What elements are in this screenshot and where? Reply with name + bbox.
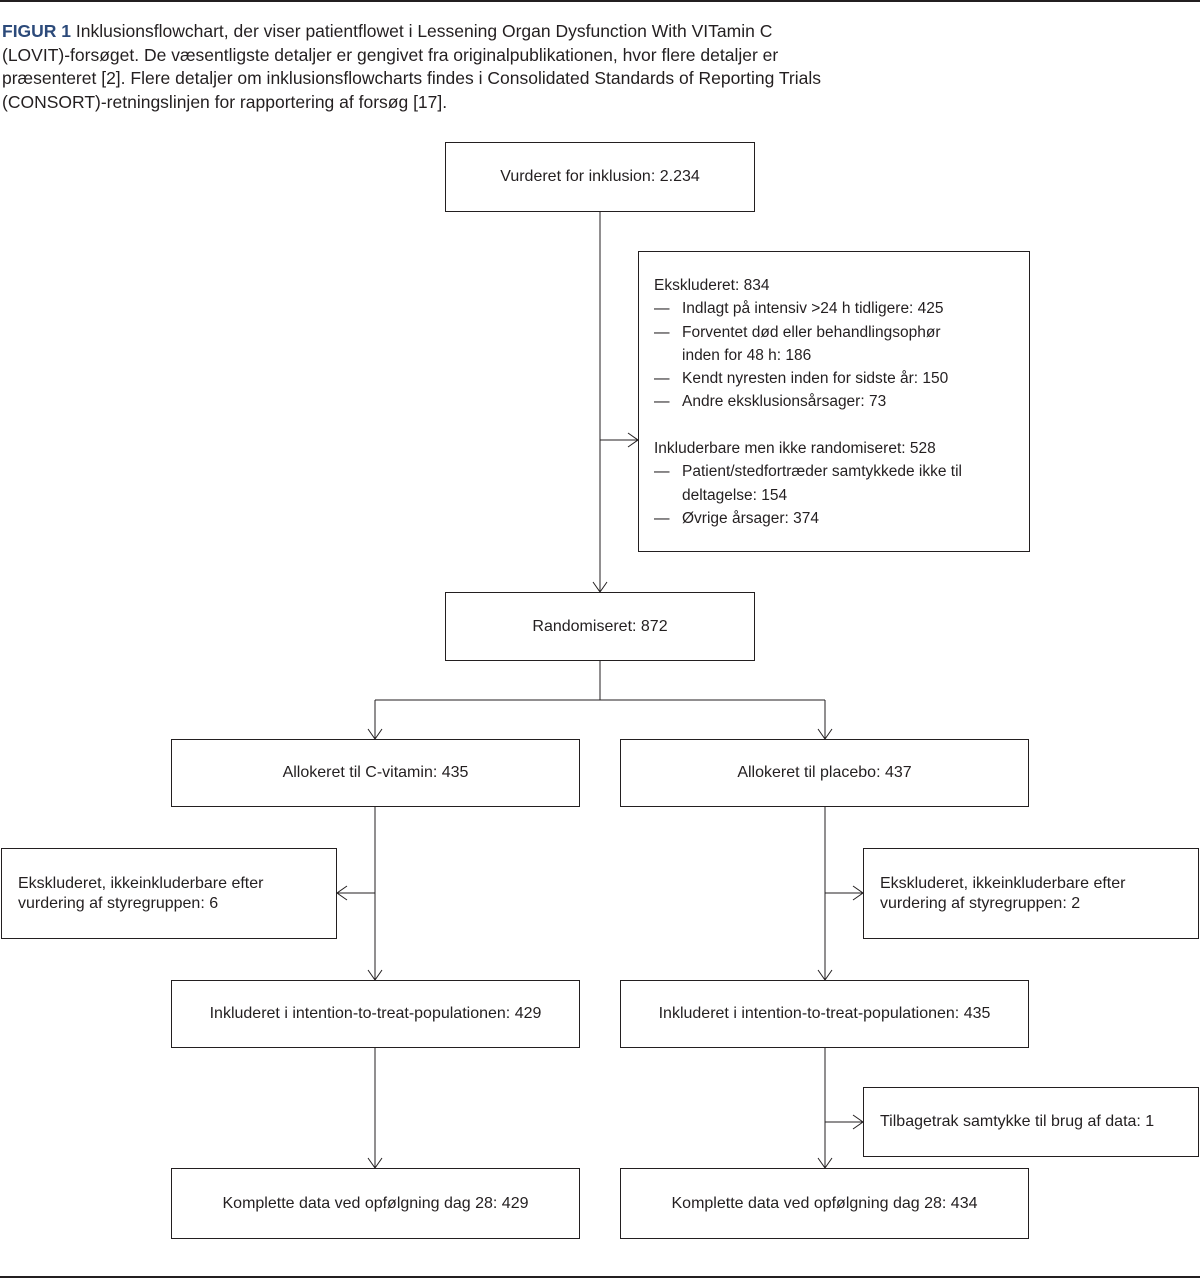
complete-placebo-box: Komplette data ved opfølgning dag 28: 43… <box>620 1168 1029 1239</box>
excluded-reason-item: — Indlagt på intensiv >24 h tidligere: 42… <box>654 297 1015 320</box>
itt-vitamin-c-box: Inkluderet i intention-to-treat-populati… <box>171 980 580 1048</box>
spacer <box>654 414 1015 437</box>
not-randomised-reason-item: — Øvrige årsager: 374 <box>654 507 1015 530</box>
randomised-box: Randomiseret: 872 <box>445 592 755 661</box>
figure-caption: FIGUR 1 Inklusionsflowchart, der viser p… <box>2 20 842 114</box>
itt-vitamin-c-label: Inkluderet i intention-to-treat-populati… <box>209 1005 542 1022</box>
excluded-reason-item: — Andre eksklusionsårsager: 73 <box>654 390 1015 413</box>
excluded-placebo-box: Ekskluderet, ikkeinkluderbare efter vurde… <box>863 848 1199 939</box>
figure-label: FIGUR 1 <box>2 21 72 41</box>
itt-placebo-box: Inkluderet i intention-to-treat-populati… <box>620 980 1029 1048</box>
list-dash: — <box>654 509 670 527</box>
excluded-reason-item: — Forventet død eller behandlingsophør ind… <box>654 321 1015 368</box>
complete-placebo-label: Komplette data ved opfølgning dag 28: 43… <box>671 1194 978 1212</box>
not-randomised-reason-text: Patient/stedfortræder samtykkede ikke ti… <box>682 463 962 481</box>
list-dash: — <box>654 300 670 318</box>
excluded-reason-text: Andre eksklusionsårsager: 73 <box>682 393 887 411</box>
excluded-reason-text: Indlagt på intensiv >24 h tidligere: 425 <box>682 300 944 318</box>
complete-vitamin-c-label: Komplette data ved opfølgning dag 28: 42… <box>222 1194 529 1212</box>
text-line: vurdering af styregruppen: 2 <box>880 894 1081 912</box>
list-dash: — <box>654 463 670 481</box>
not-randomised-reason-text: Øvrige årsager: 374 <box>682 509 819 527</box>
allocated-placebo-box: Allokeret til placebo: 437 <box>620 739 1029 807</box>
excluded-vitamin-c-box: Ekskluderet, ikkeinkluderbare efter vurde… <box>1 848 337 939</box>
list-dash: — <box>654 323 670 341</box>
list-dash: — <box>654 370 670 388</box>
not-randomised-reason-item: — Patient/stedfortræder samtykkede ikke t… <box>654 460 1015 507</box>
excluded-reason-text: inden for 48 h: 186 <box>682 346 812 364</box>
assessed-box: Vurderet for inklusion: 2.234 <box>445 142 755 212</box>
itt-placebo-label: Inkluderet i intention-to-treat-populati… <box>658 1005 991 1022</box>
allocated-vitamin-c-box: Allokeret til C-vitamin: 435 <box>171 739 580 807</box>
excluded-placebo-text: Ekskluderet, ikkeinkluderbare efter vurde… <box>880 874 1125 914</box>
excluded-reason-item: — Kendt nyresten inden for sidste år: 150 <box>654 367 1015 390</box>
text-line: Ekskluderet, ikkeinkluderbare efter <box>18 874 264 892</box>
text-line: Ekskluderet, ikkeinkluderbare efter <box>880 874 1126 892</box>
excluded-box: Ekskluderet: 834 — Indlagt på intensiv >2… <box>638 251 1030 552</box>
allocated-vitamin-c-label: Allokeret til C-vitamin: 435 <box>282 764 469 781</box>
withdrew-consent-label: Tilbagetrak samtykke til brug af data: 1 <box>880 1113 1155 1130</box>
excluded-reason-text: Forventet død eller behandlingsophør <box>682 323 941 341</box>
not-randomised-reason-text: deltagelse: 154 <box>682 486 788 504</box>
list-dash: — <box>654 393 670 411</box>
not-randomised-title: Inkluderbare men ikke randomiseret: 528 <box>654 440 936 458</box>
withdrew-consent-box: Tilbagetrak samtykke til brug af data: 1 <box>863 1087 1199 1157</box>
arrowhead <box>336 885 348 901</box>
excluded-title: Ekskluderet: 834 <box>654 277 770 294</box>
allocated-placebo-label: Allokeret til placebo: 437 <box>737 764 912 781</box>
excluded-vitamin-c-text: Ekskluderet, ikkeinkluderbare efter vurde… <box>18 874 263 914</box>
excluded-reason-text: Kendt nyresten inden for sidste år: 150 <box>682 370 949 388</box>
randomised-label: Randomiseret: 872 <box>532 617 668 635</box>
caption-text: Inklusionsflowchart, der viser patientfl… <box>2 21 822 112</box>
complete-vitamin-c-box: Komplette data ved opfølgning dag 28: 42… <box>171 1168 580 1239</box>
assessed-label: Vurderet for inklusion: 2.234 <box>500 168 700 185</box>
text-line: vurdering af styregruppen: 6 <box>18 894 219 912</box>
top-rule <box>0 0 1200 2</box>
bottom-rule <box>0 1276 1200 1278</box>
